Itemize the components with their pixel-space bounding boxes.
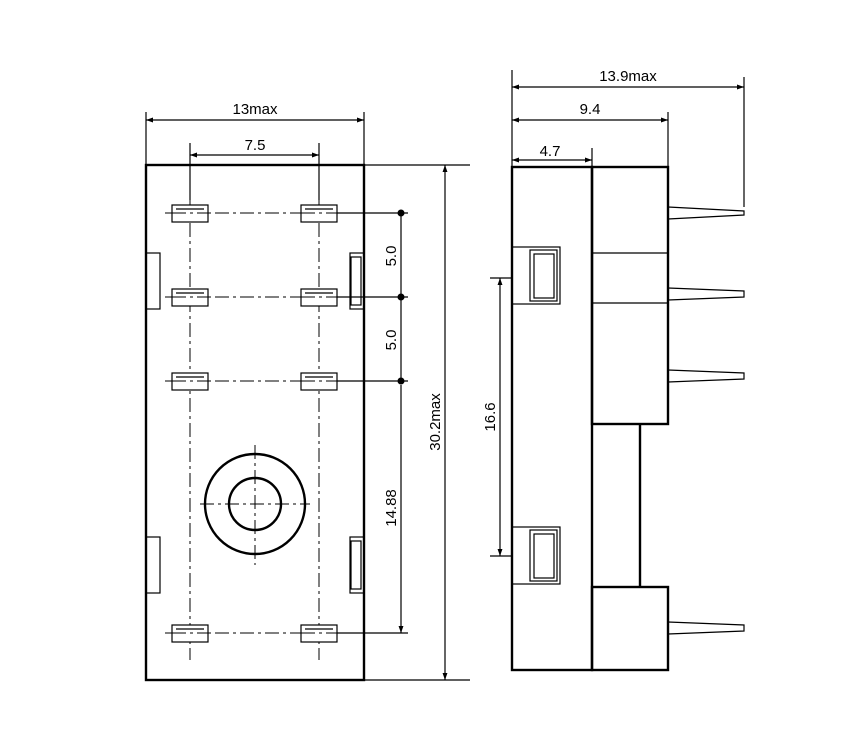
side-view: 13.9max 9.4 4.7 16.6 (482, 68, 745, 672)
side-body-right-lower (590, 585, 670, 672)
mounting-hole (203, 452, 307, 556)
dim-width-max: 13max (232, 101, 278, 118)
dim-clip-spacing: 16.6 (482, 402, 499, 431)
side-body-right-upper (590, 165, 670, 426)
dim-pin-pitch-2: 5.0 (383, 330, 400, 351)
dim-depth-max: 13.9max (599, 68, 657, 85)
dim-pin-pitch-1: 5.0 (383, 246, 400, 267)
dim-pin-to-last-row: 14.88 (383, 489, 400, 527)
socket-body-outline (144, 163, 366, 682)
side-clips (511, 246, 561, 585)
side-pins (667, 206, 745, 635)
dim-body-depth: 9.4 (580, 101, 601, 118)
dim-half-depth: 4.7 (540, 143, 561, 160)
dim-height-max: 30.2max (427, 393, 444, 451)
pin-contacts (171, 204, 338, 643)
dim-pin-spacing-x: 7.5 (245, 137, 266, 154)
front-view: 13max 7.5 5.0 5.0 14.88 30.2max (144, 101, 470, 682)
side-body-left (510, 165, 594, 672)
side-latches (145, 252, 365, 594)
